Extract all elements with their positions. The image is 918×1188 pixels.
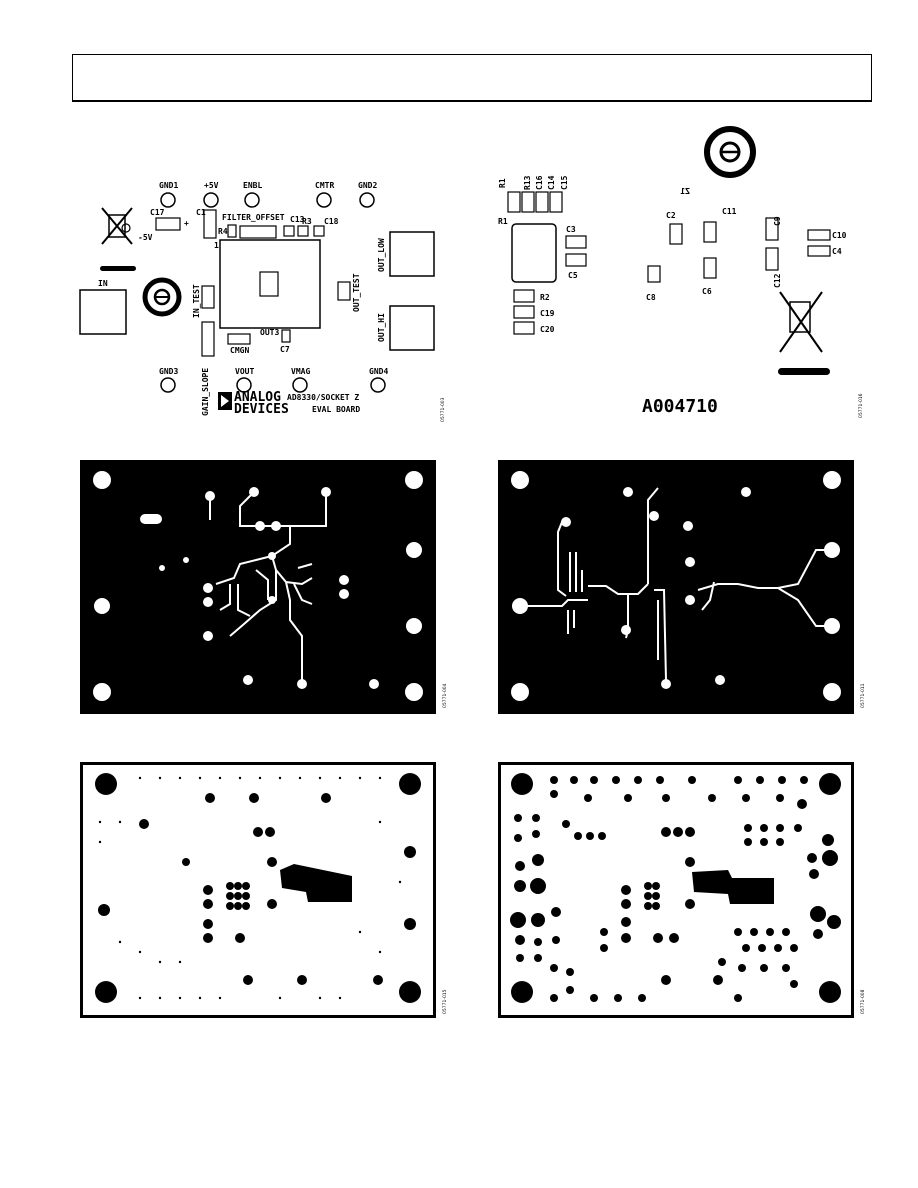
svg-text:GND3: GND3 (159, 367, 178, 376)
testpoint-gnd1: GND1 (159, 181, 178, 208)
c17-outline (155, 217, 181, 231)
out3-label: OUT3 (260, 328, 279, 337)
testpoint-cmtr: CMTR (315, 181, 334, 208)
svg-text:1: 1 (214, 241, 219, 250)
c1-outline (203, 209, 217, 239)
cmgn-label: CMGN (230, 346, 249, 355)
in-test-label: IN_TEST (192, 284, 201, 318)
ic-socket-outline (219, 239, 321, 329)
svg-text:GND4: GND4 (369, 367, 388, 376)
svg-text:CMTR: CMTR (315, 181, 334, 190)
silkscreen-top-figure: GND1 +5V ENBL CMTR GND2 GND3 VOUT VMAG G… (72, 160, 452, 430)
in-label: IN (98, 279, 108, 288)
r3-label: R3 (302, 217, 312, 226)
weee-bin-icon (778, 291, 830, 375)
svg-text:C15: C15 (560, 175, 569, 190)
svg-text:05771-016: 05771-016 (858, 393, 864, 418)
svg-text:05771-011: 05771-011 (860, 683, 866, 708)
svg-text:C19: C19 (540, 309, 555, 318)
figure-id: 05771-003 (440, 397, 446, 422)
c1-label: C1 (196, 208, 206, 217)
svg-text:C2: C2 (666, 211, 676, 220)
out-low-connector (389, 231, 435, 277)
svg-text:C5: C5 (568, 271, 578, 280)
svg-text:+: + (184, 219, 189, 228)
analog-text: ANALOG (234, 390, 281, 405)
svg-text:R1: R1 (498, 178, 507, 188)
page-header-box (72, 54, 872, 102)
filter-offset-pot (239, 225, 277, 239)
gain-slope-label: GAIN_SLOPE (201, 368, 210, 416)
testpoint-5v: +5V (203, 181, 219, 208)
svg-text:C12: C12 (773, 273, 782, 288)
c18-label: C18 (324, 217, 339, 226)
svg-text:OUT_LOW: OUT_LOW (377, 238, 386, 272)
testpoint-vmag: VMAG (291, 367, 310, 393)
svg-text:VOUT: VOUT (235, 367, 254, 376)
mask-bottom-figure: 05771-008 (498, 762, 870, 1020)
r4-label: R4 (218, 227, 228, 236)
testpoint-gnd3: GND3 (159, 367, 178, 393)
devices-text: DEVICES (234, 402, 289, 417)
mask-top-figure: 05771-015 (80, 762, 452, 1020)
copper-bottom-figure: 05771-011 (498, 460, 870, 716)
svg-text:ENBL: ENBL (243, 181, 262, 190)
in-connector (79, 289, 127, 335)
testpoint-vout: VOUT (235, 367, 254, 393)
ic-footprint (259, 271, 279, 297)
testpoint-gnd2: GND2 (358, 181, 377, 208)
testpoint-enbl: ENBL (243, 181, 262, 208)
svg-text:R2: R2 (540, 293, 550, 302)
svg-text:GND2: GND2 (358, 181, 377, 190)
svg-text:C11: C11 (722, 207, 737, 216)
svg-text:R13: R13 (523, 175, 532, 190)
svg-text:R1: R1 (498, 217, 508, 226)
out-hi-connector (389, 305, 435, 351)
svg-text:05771-004: 05771-004 (442, 683, 448, 708)
silkscreen-bottom-figure: Z1 R1 R13 C16 C14 C15 R1 C3 C5 R2 C19 C2… (490, 118, 870, 430)
svg-text:OUT_HI: OUT_HI (377, 313, 386, 342)
socket-text: AD8330/SOCKET Z (287, 393, 359, 402)
filter-offset-label: FILTER_OFFSET (222, 213, 285, 222)
weee-bin-icon (100, 207, 136, 271)
svg-text:C16: C16 (535, 175, 544, 190)
c7-label: C7 (280, 345, 290, 354)
svg-text:05771-015: 05771-015 (442, 989, 448, 1014)
svg-text:Z1: Z1 (680, 187, 690, 196)
c13-label: C13 (290, 215, 305, 224)
testpoint-gnd4: GND4 (369, 367, 388, 393)
rohs-logo-icon (704, 126, 756, 178)
rohs-logo-icon (142, 277, 182, 317)
svg-text:C20: C20 (540, 325, 555, 334)
svg-text:VMAG: VMAG (291, 367, 310, 376)
svg-text:C3: C3 (566, 225, 576, 234)
eval-board-text: EVAL BOARD (312, 405, 360, 414)
svg-text:+5V: +5V (204, 181, 219, 190)
svg-text:C8: C8 (646, 293, 656, 302)
svg-text:C4: C4 (832, 247, 842, 256)
copper-top-figure: 05771-004 (80, 460, 452, 716)
svg-text:C10: C10 (832, 231, 847, 240)
svg-text:C14: C14 (547, 175, 556, 190)
svg-text:GND1: GND1 (159, 181, 178, 190)
minus5v-label: -5V (138, 233, 153, 242)
svg-text:05771-008: 05771-008 (860, 989, 866, 1014)
c17-label: C17 (150, 208, 165, 217)
svg-text:C6: C6 (702, 287, 712, 296)
svg-text:OUT_TEST: OUT_TEST (352, 273, 361, 312)
part-number-text: A004710 (642, 396, 718, 417)
socket-outline (511, 223, 557, 283)
